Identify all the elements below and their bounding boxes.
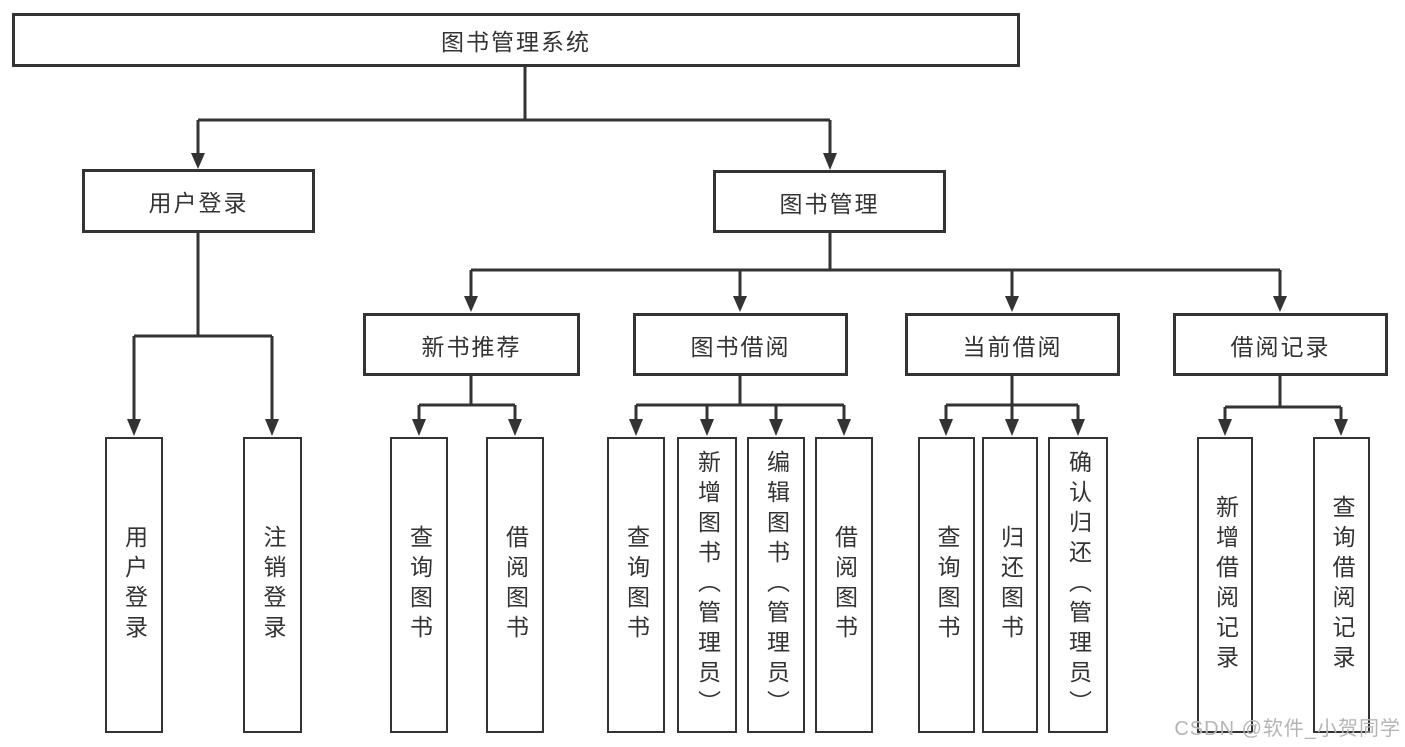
leaf-recommend-borrow-books-label: 借阅图书 bbox=[502, 525, 529, 645]
leaf-user-login-label: 用户登录 bbox=[121, 525, 148, 645]
node-book-borrow: 图书借阅 bbox=[633, 313, 848, 376]
arrowheads-level1 bbox=[191, 153, 837, 170]
arrowheads-level3 bbox=[464, 296, 1287, 312]
connector-root-split bbox=[196, 67, 832, 155]
node-book-management: 图书管理 bbox=[713, 170, 946, 233]
leaf-borrow-borrow-books: 借阅图书 bbox=[815, 437, 873, 733]
arrowheads-borrow bbox=[629, 419, 851, 436]
leaf-records-add-borrow-record-label: 新增借阅记录 bbox=[1212, 495, 1239, 675]
arrowheads-user-login bbox=[127, 419, 279, 436]
leaf-current-confirm-return-admin-label: 确认归还（管理员） bbox=[1065, 450, 1092, 720]
csdn-watermark: CSDN @软件_小贺同学 bbox=[1174, 718, 1401, 740]
node-book-management-label: 图书管理 bbox=[779, 190, 880, 217]
arrowheads-recommend bbox=[412, 419, 522, 436]
node-borrow-records: 借阅记录 bbox=[1173, 313, 1388, 376]
leaf-logout: 注销登录 bbox=[243, 437, 302, 733]
leaf-current-search-books-label: 查询图书 bbox=[934, 525, 960, 645]
leaf-user-login: 用户登录 bbox=[105, 437, 163, 733]
leaf-borrow-add-books-admin-label: 新增图书（管理员） bbox=[694, 450, 721, 720]
leaf-records-add-borrow-record: 新增借阅记录 bbox=[1197, 437, 1253, 733]
connector-borrow-split bbox=[634, 376, 846, 420]
node-library-management-system-label: 图书管理系统 bbox=[441, 29, 591, 55]
leaf-current-return-books-label: 归还图书 bbox=[997, 525, 1024, 645]
leaf-current-return-books: 归还图书 bbox=[982, 437, 1038, 733]
connector-book-management-split bbox=[469, 233, 1282, 297]
leaf-recommend-search-books-label: 查询图书 bbox=[406, 525, 433, 645]
arrowheads-current bbox=[939, 419, 1085, 436]
node-library-management-system: 图书管理系统 bbox=[12, 13, 1020, 67]
connector-user-login-split bbox=[132, 233, 274, 420]
leaf-recommend-borrow-books: 借阅图书 bbox=[486, 437, 544, 733]
leaf-borrow-search-books: 查询图书 bbox=[607, 437, 665, 733]
node-borrow-records-label: 借阅记录 bbox=[1230, 333, 1331, 360]
leaf-borrow-borrow-books-label: 借阅图书 bbox=[831, 525, 858, 645]
connector-records-split bbox=[1223, 376, 1343, 420]
node-user-login-label: 用户登录 bbox=[148, 190, 249, 216]
node-current-borrow: 当前借阅 bbox=[905, 313, 1120, 376]
leaf-borrow-add-books-admin: 新增图书（管理员） bbox=[677, 437, 737, 733]
connector-recommend-split bbox=[417, 376, 517, 420]
node-new-book-recommend-label: 新书推荐 bbox=[421, 333, 522, 360]
node-current-borrow-label: 当前借阅 bbox=[962, 333, 1063, 360]
leaf-borrow-search-books-label: 查询图书 bbox=[623, 525, 650, 645]
leaf-current-confirm-return-admin: 确认归还（管理员） bbox=[1048, 437, 1108, 733]
node-user-login: 用户登录 bbox=[82, 169, 315, 233]
leaf-borrow-edit-books-admin: 编辑图书（管理员） bbox=[747, 437, 805, 733]
leaf-records-search-borrow-record: 查询借阅记录 bbox=[1313, 437, 1370, 733]
leaf-logout-label: 注销登录 bbox=[260, 525, 286, 645]
leaf-borrow-edit-books-admin-label: 编辑图书（管理员） bbox=[763, 450, 790, 720]
node-book-borrow-label: 图书借阅 bbox=[690, 333, 791, 360]
leaf-current-search-books: 查询图书 bbox=[918, 437, 975, 733]
leaf-recommend-search-books: 查询图书 bbox=[390, 437, 448, 733]
node-new-book-recommend: 新书推荐 bbox=[363, 313, 580, 376]
arrowheads-records bbox=[1218, 419, 1348, 436]
leaf-records-search-borrow-record-label: 查询借阅记录 bbox=[1329, 495, 1355, 675]
connector-current-split bbox=[944, 376, 1080, 420]
